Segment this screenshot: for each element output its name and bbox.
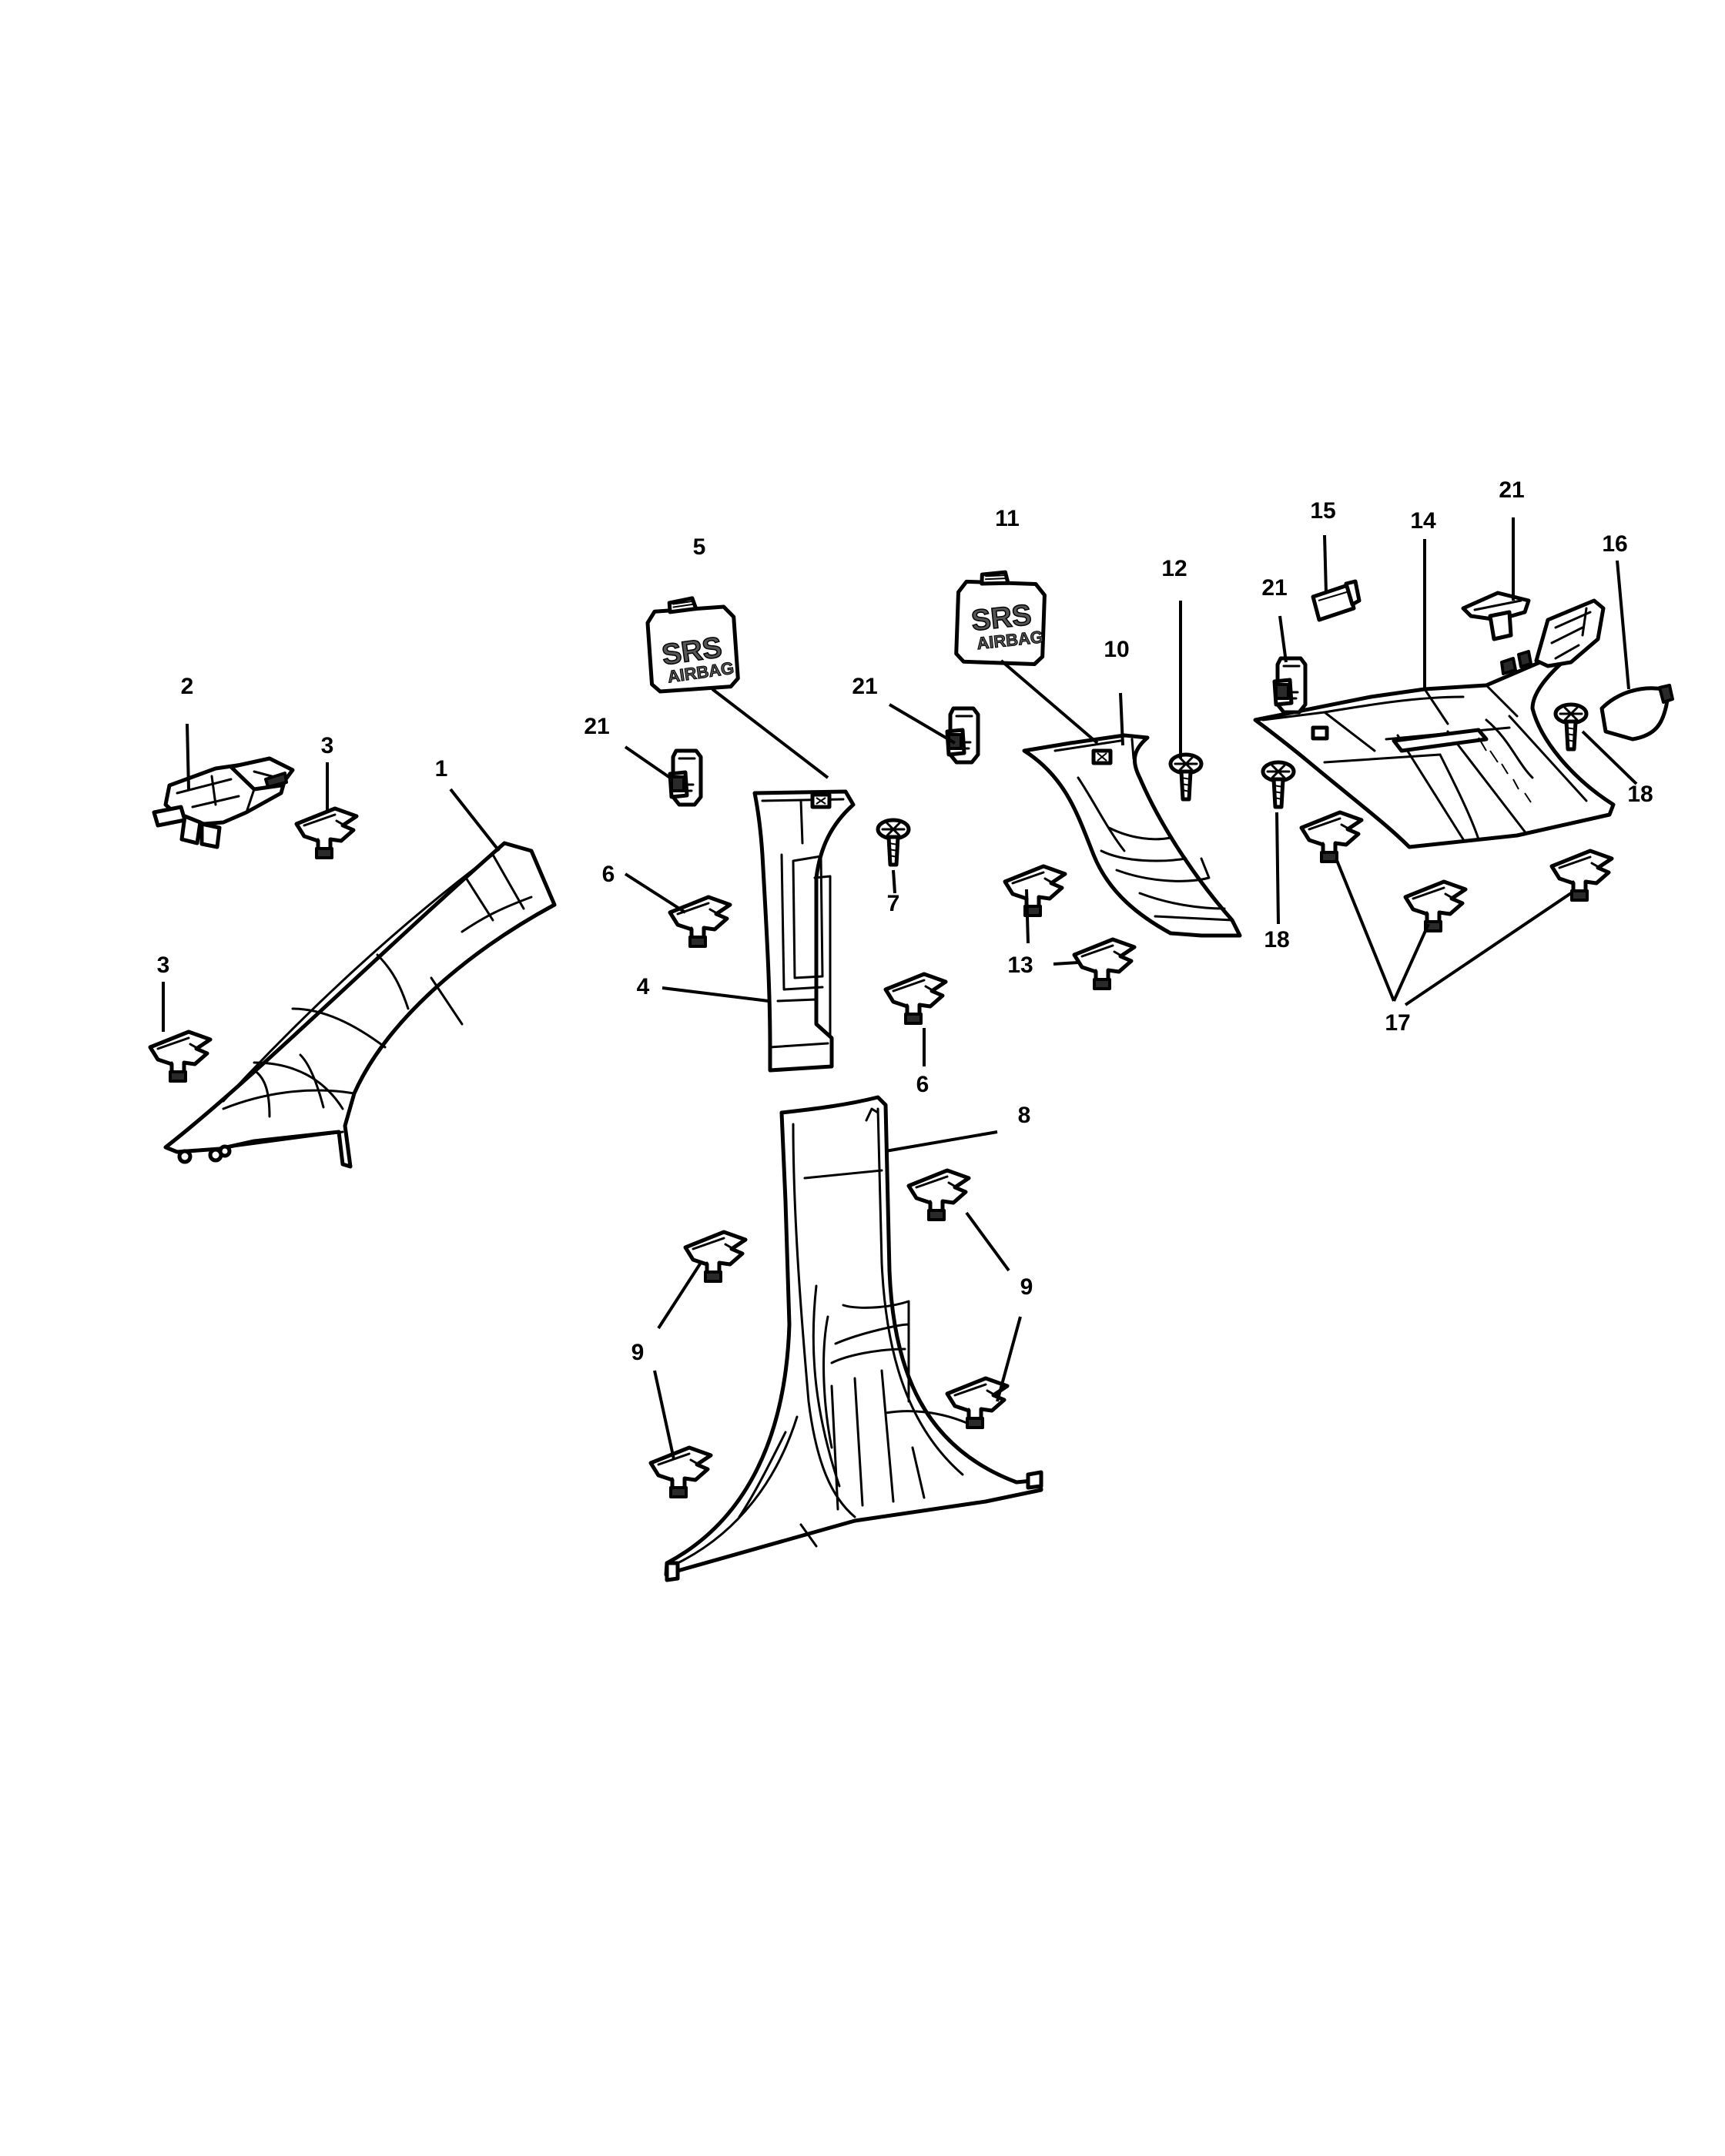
callout-1: 1 [435,756,448,782]
retainer-21-middle [947,708,978,762]
screw-18-right [1556,705,1586,749]
callout-12: 12 [1161,556,1187,581]
callout-6-upper: 6 [602,862,615,887]
clip-3-lower [150,1032,210,1081]
callout-13: 13 [1007,952,1033,978]
screw-7 [878,820,909,865]
clip-17-middle [1405,882,1465,931]
clip-9-lower-left [651,1448,711,1497]
callout-18-left: 18 [1264,927,1289,952]
retainer-21-top [1461,591,1531,641]
callout-17: 17 [1385,1010,1410,1036]
a-pillar-trim [163,841,557,1169]
callout-14: 14 [1410,508,1436,534]
callout-16: 16 [1602,531,1627,557]
callout-labels: 1 2 3 3 4 5 6 6 7 8 9 9 10 11 12 13 14 1… [157,477,1653,1365]
callout-3-lower: 3 [157,952,170,978]
access-cover-16 [1599,684,1674,742]
screw-18-left [1263,762,1294,807]
clip-6-lower [886,974,946,1023]
callout-15: 15 [1310,498,1335,524]
clip-6-upper [670,897,730,946]
b-pillar-upper-trim [752,789,856,1073]
callout-4: 4 [637,974,650,999]
callout-6-lower: 6 [916,1072,929,1097]
screw-12 [1171,755,1201,799]
clip-13-lower [1074,939,1134,989]
clip-3-upper [296,808,357,858]
callout-8: 8 [1018,1103,1031,1128]
callout-7: 7 [887,891,900,916]
cover-15 [1311,579,1362,622]
callout-9-left: 9 [631,1340,645,1365]
srs-airbag-badge-right: SRS AIRBAG [956,571,1045,665]
callout-21-panel: 21 [1261,575,1287,601]
callout-21-left: 21 [584,714,609,739]
clip-9-upper-right [909,1170,969,1220]
seatbelt-guide-assembly [152,756,295,849]
retainer-21-panel [1274,658,1305,712]
callout-21-middle: 21 [852,674,877,699]
callout-18-right: 18 [1627,782,1653,807]
callout-21-top: 21 [1499,477,1524,503]
c-pillar-upper-trim [1022,733,1242,938]
srs-airbag-badge-left: SRS AIRBAG [646,595,739,692]
callout-3-upper: 3 [321,733,334,758]
quarter-trim-panel [1253,598,1616,849]
callout-11: 11 [995,506,1020,531]
callout-10: 10 [1104,637,1129,662]
callout-5: 5 [693,534,706,560]
retainer-21-left [670,751,701,805]
badge-right-main-text: SRS [970,599,1033,638]
clip-17-right [1552,851,1612,900]
callout-9-right: 9 [1020,1274,1033,1300]
b-pillar-lower-trim [664,1095,1043,1582]
clip-13-upper [1005,866,1065,916]
clip-17-left [1301,812,1362,862]
leader-lines [162,517,1638,1460]
callout-2: 2 [181,674,194,699]
